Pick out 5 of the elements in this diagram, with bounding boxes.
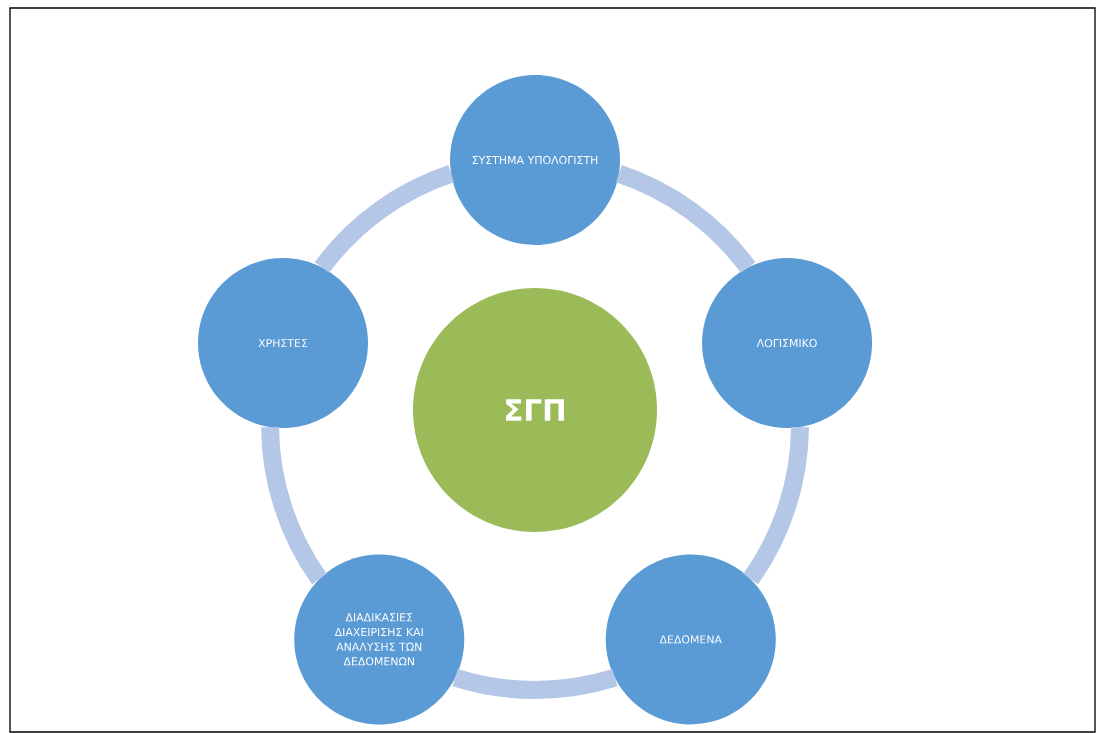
ring-segment xyxy=(261,426,327,585)
ring-segment xyxy=(743,426,809,585)
ring-segment xyxy=(452,669,618,699)
ring-segment xyxy=(314,165,455,274)
ring-segment xyxy=(615,165,756,274)
